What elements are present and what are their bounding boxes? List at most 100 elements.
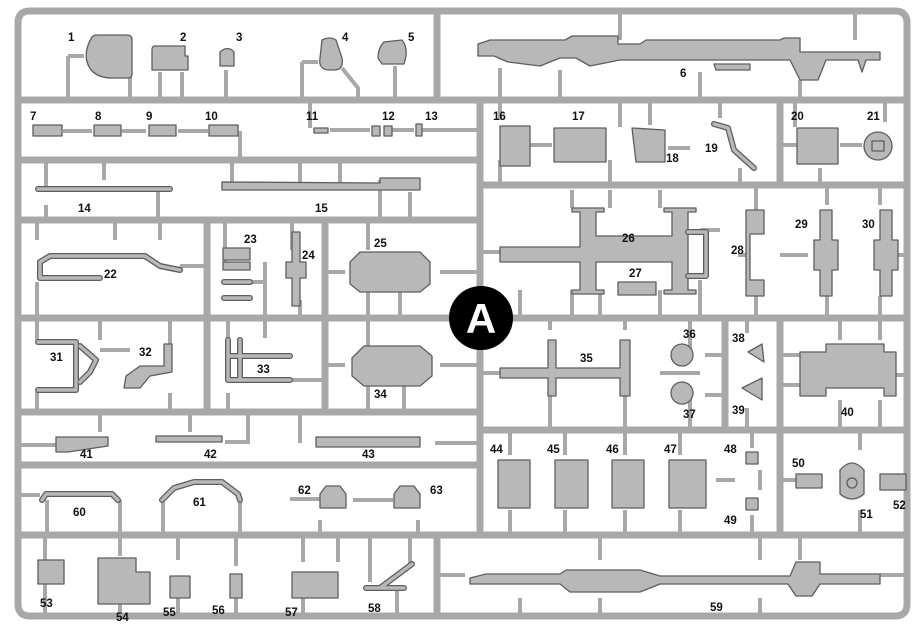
- part-3: [219, 47, 235, 67]
- part-30: [873, 209, 899, 297]
- part-label: 43: [362, 449, 375, 461]
- part-label: 15: [315, 203, 328, 215]
- part-label: 18: [666, 153, 679, 165]
- part-label: 22: [104, 269, 117, 281]
- part-25: [349, 251, 431, 293]
- part-label: 30: [862, 219, 875, 231]
- part-46: [611, 459, 645, 509]
- part-label: 23: [244, 234, 257, 246]
- part-31: [35, 339, 99, 393]
- part-16: [499, 125, 531, 167]
- part-label: 42: [204, 449, 217, 461]
- part-label: 17: [572, 111, 585, 123]
- part-label: 26: [622, 233, 635, 245]
- part-label: 62: [298, 485, 311, 497]
- part-label: 39: [732, 405, 745, 417]
- part-38: [747, 343, 765, 363]
- part-61: [159, 479, 243, 503]
- part-label: 36: [683, 329, 696, 341]
- part-35: [499, 339, 631, 397]
- part-13: [415, 123, 423, 137]
- part-55: [169, 575, 191, 599]
- part-53: [37, 559, 65, 585]
- part-label: 19: [705, 143, 718, 155]
- part-36: [670, 343, 694, 367]
- part-label: 52: [893, 500, 906, 512]
- part-label: 50: [792, 458, 805, 470]
- part-49: [745, 497, 759, 511]
- part-48: [745, 451, 759, 465]
- part-label: 1: [68, 32, 75, 44]
- part-label: 44: [490, 444, 503, 456]
- part-label: 34: [374, 389, 387, 401]
- part-63: [393, 485, 421, 509]
- part-59: [469, 561, 881, 597]
- part-21: [863, 131, 893, 161]
- sprue-letter: A: [466, 295, 496, 342]
- part-6: [477, 35, 881, 81]
- part-15: [221, 177, 421, 191]
- part-39: [741, 377, 763, 401]
- part-12: [371, 125, 393, 137]
- part-label: 46: [606, 444, 619, 456]
- part-4: [319, 37, 343, 71]
- part-label: 37: [683, 409, 696, 421]
- part-56: [229, 573, 243, 599]
- part-41: [55, 436, 109, 453]
- part-33: [225, 337, 293, 383]
- part-label: 48: [724, 444, 737, 456]
- part-43: [315, 436, 421, 448]
- part-label: 49: [724, 515, 737, 527]
- part-label: 3: [236, 32, 242, 44]
- part-23: [221, 247, 253, 301]
- part-label: 2: [180, 32, 186, 44]
- part-label: 58: [368, 603, 381, 615]
- part-label: 21: [867, 111, 880, 123]
- part-label: 40: [841, 407, 854, 419]
- part-57: [291, 571, 339, 599]
- part-47: [668, 459, 707, 509]
- part-label: 32: [139, 347, 152, 359]
- part-label: 13: [425, 111, 438, 123]
- part-29: [813, 209, 839, 297]
- part-label: 33: [257, 364, 270, 376]
- part-62: [319, 485, 347, 509]
- part-label: 51: [860, 509, 873, 521]
- part-label: 41: [80, 449, 93, 461]
- part-label: 53: [40, 598, 53, 610]
- part-52: [879, 473, 907, 491]
- part-label: 5: [408, 32, 415, 44]
- part-label: 8: [95, 111, 102, 123]
- part-label: 27: [629, 268, 642, 280]
- sprue-letter-badge: A: [449, 286, 513, 350]
- part-label: 6: [680, 68, 686, 80]
- part-28: [745, 209, 765, 297]
- part-60: [39, 491, 121, 503]
- part-1: [85, 34, 133, 79]
- part-34: [351, 345, 433, 387]
- part-label: 29: [795, 219, 808, 231]
- part-58: [363, 561, 415, 591]
- part-9: [148, 124, 177, 137]
- part-label: 31: [50, 352, 63, 364]
- part-42: [155, 435, 223, 443]
- part-label: 16: [493, 111, 506, 123]
- part-label: 63: [430, 485, 443, 497]
- part-11: [313, 127, 329, 134]
- part-44: [497, 459, 531, 509]
- part-50: [795, 473, 823, 489]
- part-19: [711, 121, 757, 171]
- part-7: [32, 124, 63, 137]
- part-8: [93, 124, 122, 137]
- part-label: 11: [306, 111, 319, 123]
- part-label: 45: [547, 444, 560, 456]
- part-51: [839, 462, 865, 500]
- part-40: [799, 343, 897, 397]
- part-37: [670, 381, 694, 405]
- part-label: 24: [302, 250, 315, 262]
- part-5: [377, 39, 407, 65]
- part-26: [499, 207, 709, 295]
- part-label: 56: [212, 605, 225, 617]
- part-2: [151, 45, 189, 71]
- part-label: 60: [73, 507, 86, 519]
